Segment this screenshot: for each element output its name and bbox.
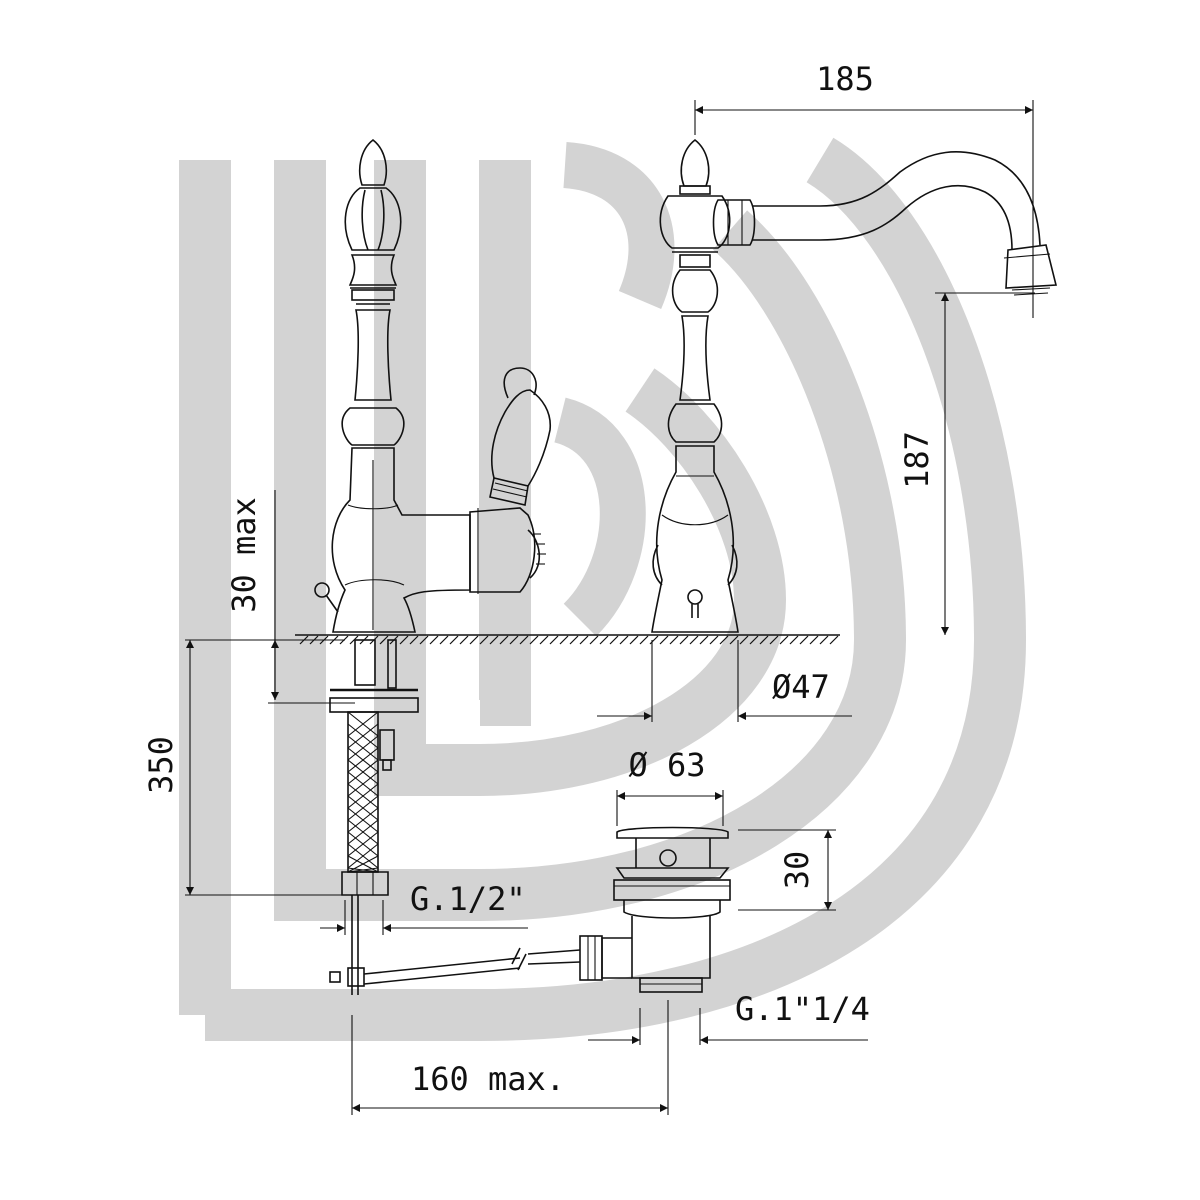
dim-spout-height: 187 (898, 431, 936, 489)
dim-inlet-thread: G.1/2" (410, 880, 526, 918)
countertop-line (295, 634, 840, 645)
dim-hose-length: 350 (142, 736, 180, 794)
mixer-side-view (314, 138, 581, 995)
dim-waste-height: 30 (778, 851, 816, 890)
pop-up-waste (579, 826, 731, 993)
dim-max-deck-thickness: 30 max (225, 497, 263, 613)
dim-base-diameter: Ø47 (772, 668, 830, 706)
mixer-front-view (651, 138, 1058, 633)
dim-waste-thread: G.1"1/4 (735, 990, 870, 1028)
dim-pull-rod-length: 160 max. (411, 1060, 565, 1098)
brand-watermark (179, 137, 1027, 1041)
dim-waste-diameter: Ø 63 (628, 746, 705, 784)
dimension-lines (185, 100, 1035, 1115)
dim-spout-reach: 185 (816, 60, 874, 98)
